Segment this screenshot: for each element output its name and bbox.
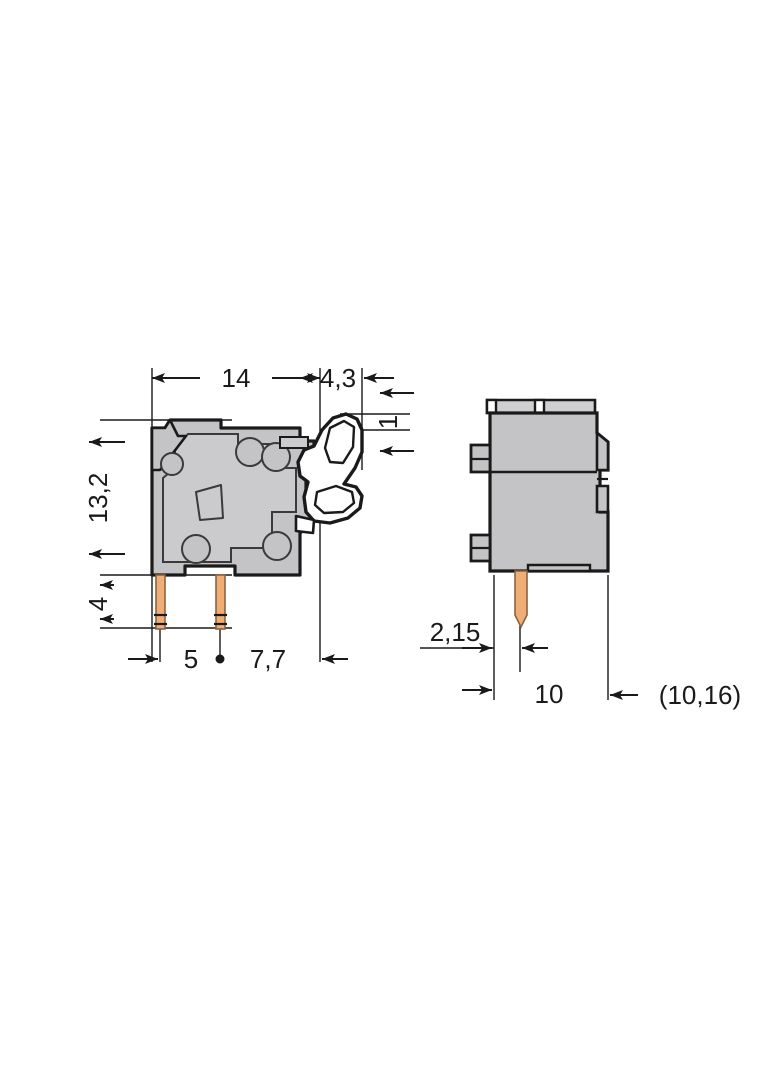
- dim-14-label: 14: [222, 363, 251, 393]
- pin-left: [155, 574, 166, 630]
- front-lever-tail: [294, 514, 316, 535]
- side-lug-right: [595, 430, 610, 472]
- dim-1-label: 1: [373, 415, 403, 429]
- pin-right: [215, 574, 226, 630]
- dim-10-label: 10: [535, 679, 564, 709]
- dimension-2-15: 2,15: [430, 617, 492, 695]
- hole-lower-left: [181, 534, 211, 564]
- dimension-14: 14: [152, 363, 320, 393]
- dimension-10: 10: [522, 643, 564, 709]
- pitch-dot: [215, 654, 225, 664]
- hole-lower-right: [262, 531, 292, 561]
- side-view: 2,15 10 (10,16): [420, 398, 741, 710]
- dimension-13-2: 13,2: [83, 437, 125, 559]
- dim-132-label: 13,2: [83, 473, 113, 524]
- side-lug-right-lower: [595, 484, 610, 514]
- dim-43-label: 4,3: [320, 363, 356, 393]
- dimension-4: 4: [83, 580, 114, 624]
- dimension-10-16: (10,16): [610, 680, 741, 710]
- side-top-tab-right: [533, 398, 546, 415]
- dim-5-label: 5: [184, 644, 198, 674]
- front-pins: [154, 574, 227, 630]
- dim-4-label: 4: [83, 597, 113, 611]
- dim-215-label: 2,15: [430, 617, 481, 647]
- dim-77-label: 7,7: [250, 644, 286, 674]
- dimension-bottom-front: 5 7,7: [128, 644, 348, 674]
- dimension-1: 1: [373, 388, 414, 456]
- front-lever-finger-lower: [313, 484, 356, 515]
- hole-upper-right: [261, 442, 291, 472]
- side-body-outline: [488, 411, 610, 573]
- front-left-chamfer: [150, 418, 188, 472]
- front-lever-finger-upper: [323, 419, 356, 465]
- hole-upper-mid: [235, 437, 265, 467]
- side-bottom-step: [526, 563, 592, 573]
- dimension-4-3: 4,3: [300, 363, 394, 393]
- side-pin: [514, 570, 528, 629]
- hole-upper-left: [160, 452, 184, 476]
- dim-1016-label: (10,16): [659, 680, 741, 710]
- front-center-marking: [195, 484, 224, 521]
- side-top-tab-left: [485, 398, 498, 415]
- front-lever-tab: [279, 436, 309, 449]
- front-view: 14 4,3 1 13,2 4 5: [83, 363, 414, 674]
